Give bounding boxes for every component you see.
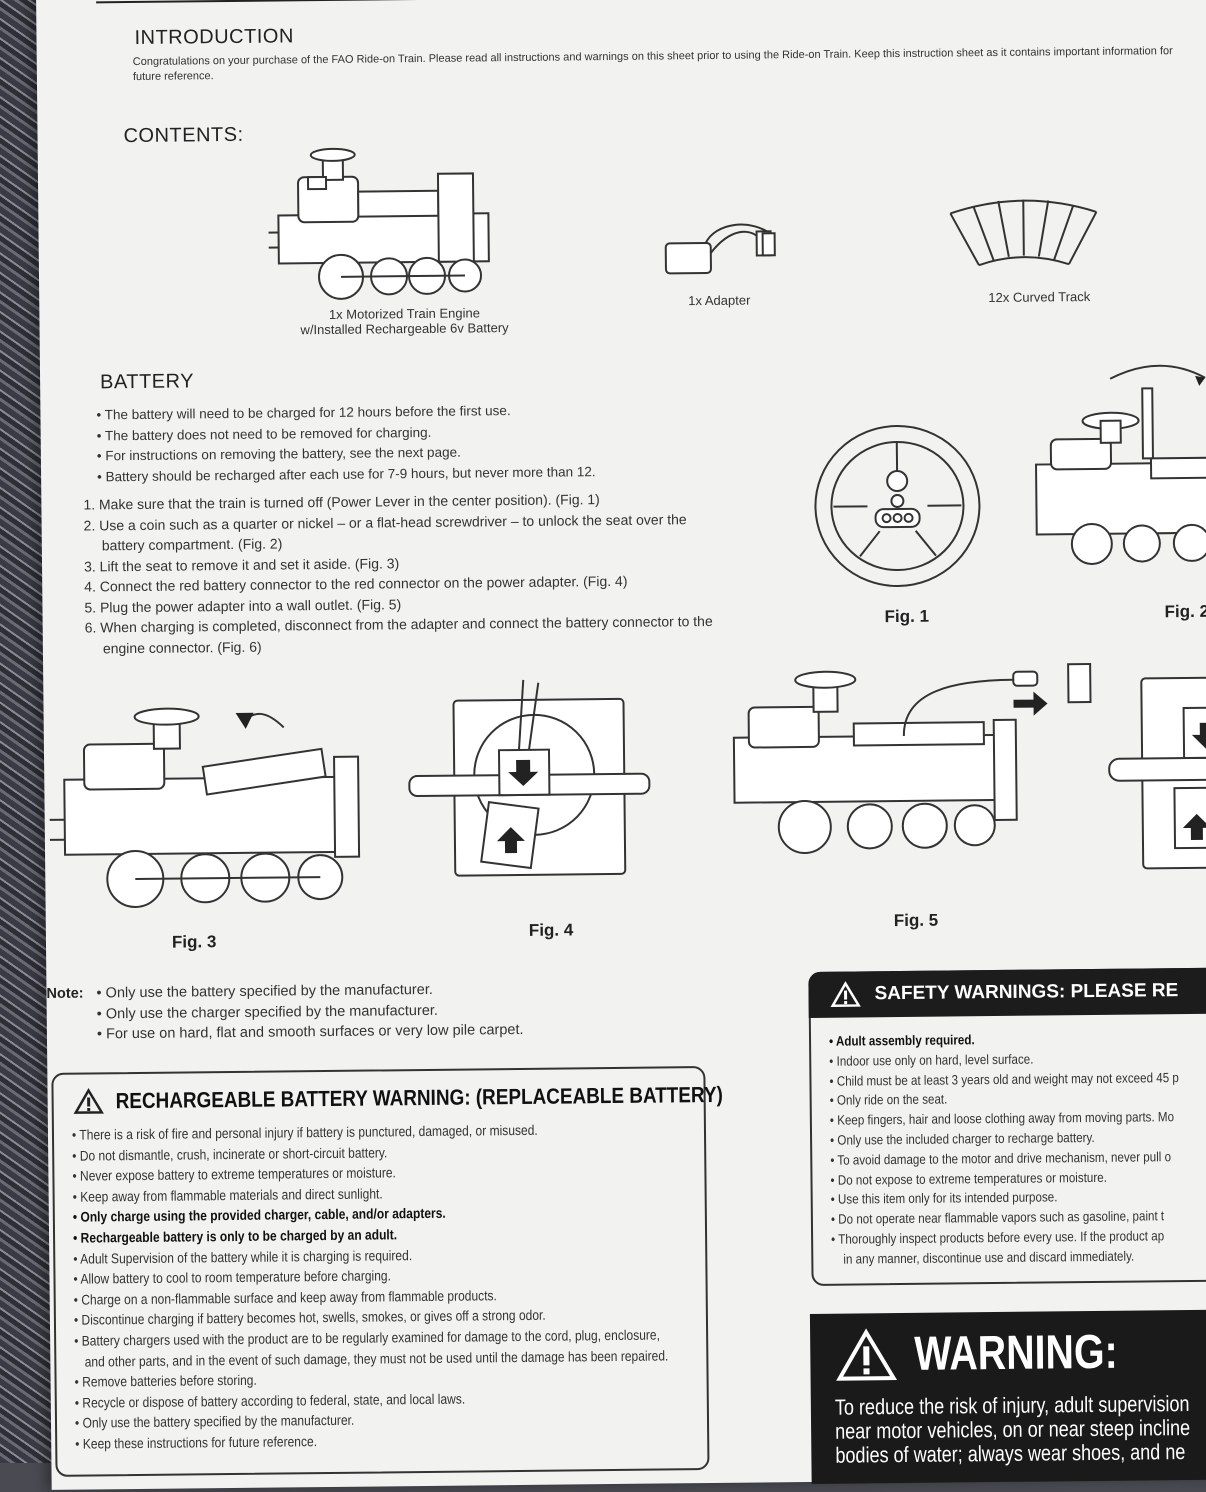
- intro-text: Congratulations on your purchase of the …: [133, 44, 1183, 85]
- fig4-label: Fig. 4: [529, 920, 574, 940]
- battery-bullets: The battery will need to be charged for …: [96, 398, 777, 487]
- fig4-connect-connector-illustration: [403, 674, 645, 897]
- battery-warning-list: There is a risk of fire and personal inj…: [72, 1118, 715, 1454]
- intro-heading: INTRODUCTION: [134, 25, 294, 50]
- fig1-power-lever-illustration: [809, 420, 991, 592]
- warning-line: bodies of water; always wear shoes, and …: [835, 1440, 1190, 1468]
- safety-warnings-title: SAFETY WARNINGS: PLEASE RE: [874, 980, 1178, 1005]
- note-list: Only use the battery specified by the ma…: [96, 978, 657, 1045]
- fig6-engine-connector-illustration: [1103, 667, 1206, 878]
- contents-item-adapter: 1x Adapter: [654, 292, 784, 308]
- adapter-illustration: [660, 217, 781, 278]
- safety-warnings-list: Adult assembly required.Indoor use only …: [829, 1026, 1206, 1269]
- warning-triangle-icon: [830, 981, 860, 1007]
- top-rule: [96, 0, 1206, 3]
- warning-triangle-icon: [836, 1329, 897, 1382]
- battery-heading: BATTERY: [100, 370, 194, 394]
- battery-steps: 1. Make sure that the train is turned of…: [83, 487, 805, 659]
- contents-item-engine-line2: w/Installed Rechargeable 6v Battery: [289, 320, 519, 337]
- safety-warnings-header: SAFETY WARNINGS: PLEASE RE: [808, 967, 1206, 1018]
- train-engine-illustration: [268, 145, 510, 308]
- fig2-unlock-seat-illustration: [1030, 357, 1206, 579]
- note-label: Note:: [46, 986, 83, 1002]
- instruction-sheet: INTRODUCTION Congratulations on your pur…: [36, 0, 1206, 1490]
- curved-track-illustration: [948, 194, 1099, 276]
- warning-block-header: WARNING:: [836, 1324, 1163, 1382]
- warning-block: WARNING: To reduce the risk of injury, a…: [810, 1309, 1206, 1484]
- contents-item-engine: 1x Motorized Train Engine w/Installed Re…: [289, 305, 519, 337]
- safety-warning-item: in any manner, discontinue use and disca…: [831, 1245, 1206, 1269]
- contents-item-track: 12x Curved Track: [969, 289, 1109, 305]
- battery-warning-box: RECHARGEABLE BATTERY WARNING: (REPLACEAB…: [51, 1066, 709, 1477]
- warning-block-text: To reduce the risk of injury, adult supe…: [835, 1392, 1191, 1468]
- fig3-label: Fig. 3: [172, 932, 217, 952]
- battery-warning-header: RECHARGEABLE BATTERY WARNING: (REPLACEAB…: [74, 1081, 822, 1115]
- safety-warnings-box: SAFETY WARNINGS: PLEASE RE Adult assembl…: [808, 967, 1206, 1286]
- fig5-label: Fig. 5: [894, 911, 939, 931]
- contents-heading: CONTENTS:: [123, 124, 243, 148]
- fig2-label: Fig. 2: [1164, 602, 1206, 622]
- warning-block-title: WARNING:: [914, 1325, 1118, 1382]
- fig1-label: Fig. 1: [885, 607, 930, 627]
- fig3-lift-seat-illustration: [43, 687, 365, 920]
- battery-warning-title: RECHARGEABLE BATTERY WARNING: (REPLACEAB…: [116, 1082, 723, 1114]
- battery-warning-item: Keep these instructions for future refer…: [75, 1428, 626, 1454]
- fig5-wall-outlet-illustration: [723, 659, 1065, 883]
- warning-triangle-icon: [74, 1088, 104, 1114]
